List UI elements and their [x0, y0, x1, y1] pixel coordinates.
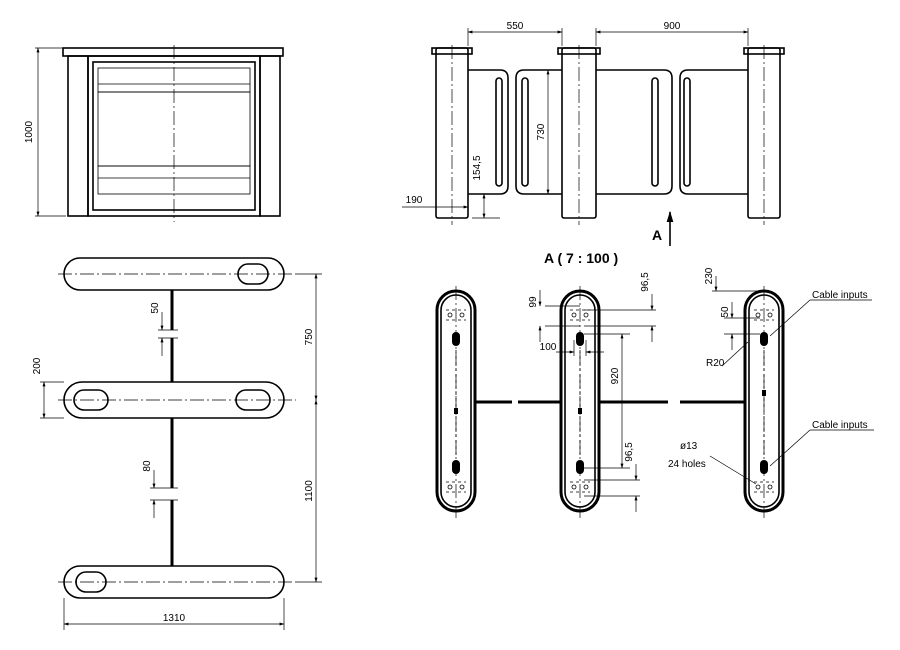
plan-body-width-label: 200 — [32, 357, 43, 374]
detail-hole-count-label: 24 holes — [668, 459, 706, 470]
detail-radius-label: R20 — [706, 358, 725, 369]
side-clearance-label: 154,5 — [472, 155, 483, 180]
detail-title: A ( 7 : 100 ) — [544, 250, 618, 266]
cable-inputs-top-label: Cable inputs — [812, 290, 868, 301]
side-gap-small-label: 550 — [507, 21, 524, 32]
plan-spacing-top-label: 750 — [304, 328, 315, 345]
front-view: 1000 — [24, 45, 284, 222]
side-gap-large-label: 900 — [664, 21, 681, 32]
plan-gap-top-label: 50 — [150, 302, 161, 314]
plan-gap-bottom-label: 80 — [142, 460, 153, 472]
detail-offset-99-label: 99 — [528, 296, 539, 308]
detail-hole-diameter-label: ø13 — [680, 441, 698, 452]
detail-view-a: A ( 7 : 100 ) — [435, 250, 874, 518]
cabinet-1-holes — [446, 309, 466, 493]
cabinet-2-holes — [570, 309, 590, 493]
detail-offset-50-label: 50 — [720, 306, 731, 318]
plan-overall-length-label: 1310 — [163, 613, 186, 624]
detail-width-100-label: 100 — [540, 342, 557, 353]
view-marker-a: A — [652, 227, 662, 243]
side-view: 550 900 730 154,5 190 A — [402, 21, 785, 246]
cable-inputs-bottom-label: Cable inputs — [812, 420, 868, 431]
detail-length-920-label: 920 — [610, 367, 621, 384]
cabinet-3-holes — [754, 309, 774, 493]
detail-offset-230-label: 230 — [704, 267, 715, 284]
detail-offset-96-5-bottom-label: 96,5 — [624, 442, 635, 462]
side-post-width-label: 190 — [406, 195, 423, 206]
detail-offset-96-5-top-label: 96,5 — [640, 272, 651, 292]
front-height-label: 1000 — [24, 120, 35, 143]
side-panel-height-label: 730 — [536, 123, 547, 140]
plan-view: 50 80 200 750 1100 1310 — [32, 257, 322, 630]
plan-spacing-bottom-label: 1100 — [304, 480, 315, 502]
